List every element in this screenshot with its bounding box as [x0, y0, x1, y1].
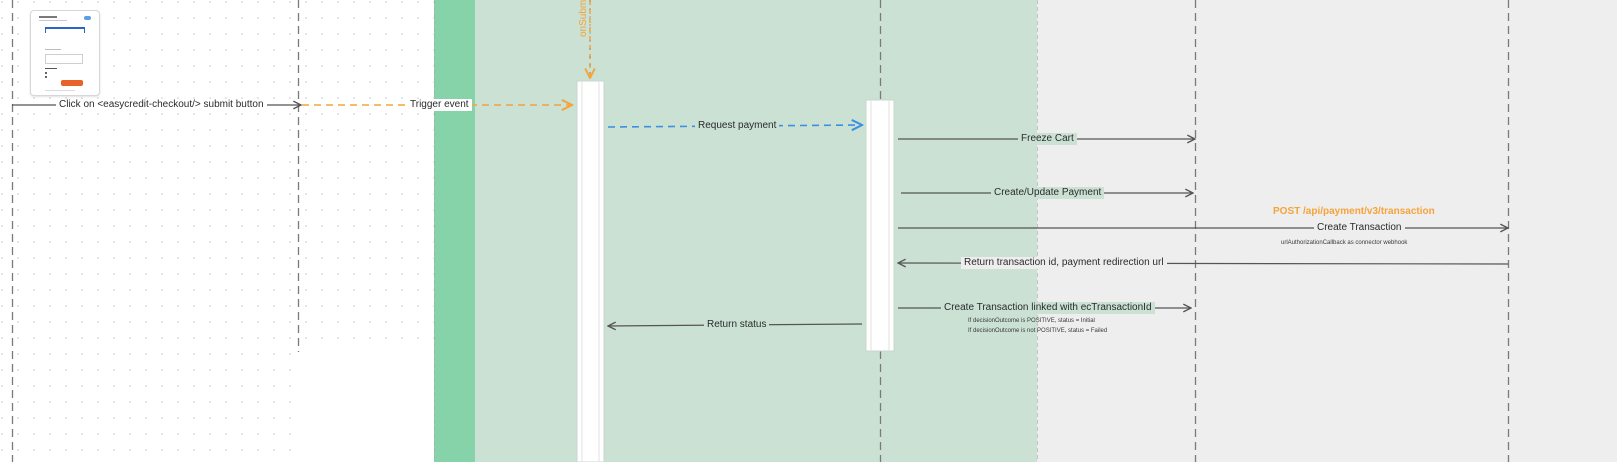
- checkout-preview-thumbnail[interactable]: [30, 10, 100, 96]
- activation-app-frontend: [576, 80, 605, 462]
- on-submit-label: onSubmit: [578, 0, 589, 37]
- note-decision-not-positive: If decisionOutcome is not POSITIVE, stat…: [968, 328, 1108, 334]
- label-create-transaction: Create Transaction: [1314, 222, 1405, 234]
- note-webhook: urlAuthorizationCallback as connector we…: [1281, 240, 1408, 246]
- label-return-transaction-id: Return transaction id, payment redirecti…: [961, 257, 1167, 269]
- thumbnail-bullet-icon: [45, 72, 47, 74]
- label-click-submit: Click on <easycredit-checkout/> submit b…: [56, 99, 267, 111]
- label-create-transaction-linked: Create Transaction linked with ecTransac…: [941, 302, 1155, 314]
- api-endpoint-label: POST /api/payment/v3/transaction: [1273, 206, 1435, 217]
- label-return-status: Return status: [704, 319, 770, 331]
- label-create-update-payment: Create/Update Payment: [991, 187, 1105, 199]
- thumbnail-subheading: [39, 20, 67, 21]
- label-trigger-event: Trigger event: [407, 99, 472, 111]
- thumbnail-tab-bar: [45, 27, 85, 29]
- note-decision-positive: If decisionOutcome is POSITIVE, status =…: [968, 318, 1095, 324]
- thumbnail-field: [45, 54, 83, 64]
- thumbnail-field-label: [45, 49, 61, 50]
- thumbnail-submit-button: [61, 80, 83, 86]
- thumbnail-heading: [39, 16, 57, 18]
- lane-app-strip: [434, 0, 475, 462]
- thumbnail-footer-line: [45, 90, 75, 91]
- thumbnail-bullet-icon: [45, 76, 47, 78]
- arrow-request-payment: [607, 125, 862, 127]
- lane-storefront-blank: [298, 352, 434, 462]
- label-freeze-cart: Freeze Cart: [1018, 133, 1077, 145]
- thumbnail-tab-left: [45, 27, 46, 33]
- thumbnail-tab-right: [84, 27, 85, 33]
- easycredit-logo-icon: [84, 16, 91, 20]
- thumbnail-section-title: [45, 68, 57, 69]
- label-request-payment: Request payment: [695, 120, 780, 132]
- activation-app-backend: [865, 99, 895, 352]
- lane-app: [475, 0, 1037, 462]
